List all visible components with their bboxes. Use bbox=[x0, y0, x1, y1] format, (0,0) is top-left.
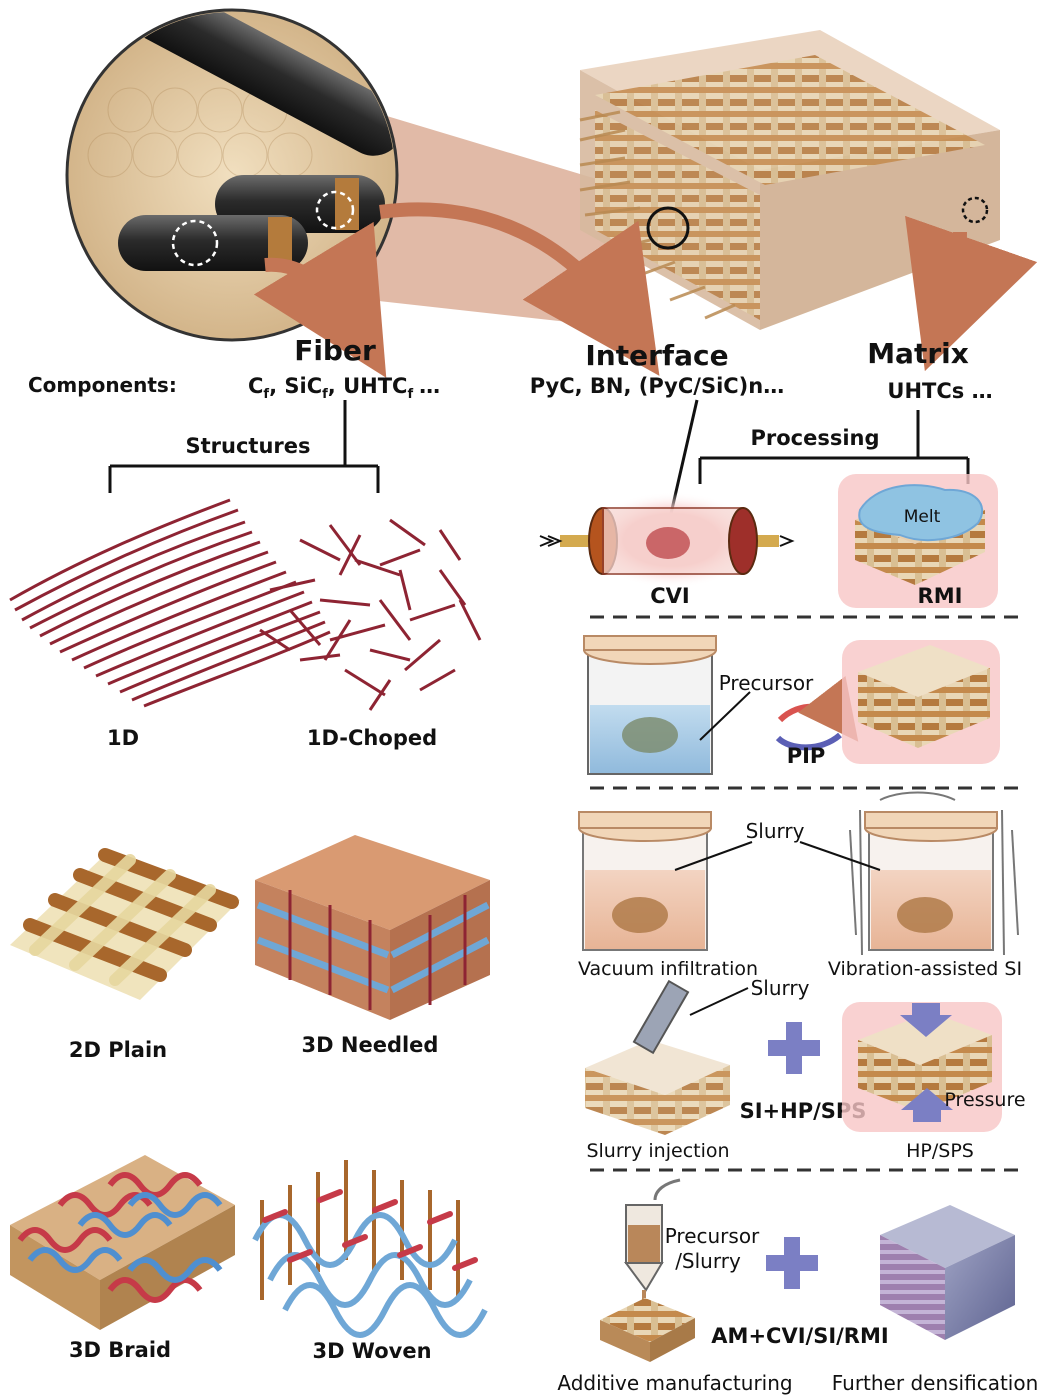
comp-c: C bbox=[248, 374, 263, 398]
cvi-label: CVI bbox=[650, 584, 689, 608]
matrix-circle bbox=[961, 196, 989, 224]
vibration-icon bbox=[849, 791, 1019, 956]
comp-sep-2: , bbox=[328, 374, 343, 398]
plus-icon-1 bbox=[768, 1022, 820, 1074]
structure-3d-braid bbox=[10, 1155, 235, 1330]
composite-block bbox=[579, 30, 1000, 330]
structures-heading: Structures bbox=[185, 434, 310, 458]
vibration-beaker bbox=[849, 791, 1019, 956]
slurry-injection-label: Slurry injection bbox=[586, 1140, 729, 1162]
densified-cube bbox=[880, 1205, 1015, 1340]
structures-bracket bbox=[108, 400, 380, 493]
matrix-components: UHTCs … bbox=[887, 379, 992, 403]
comp-uhtc-sub: f bbox=[407, 387, 413, 402]
comp-tail: … bbox=[419, 374, 440, 398]
structure-3d-woven bbox=[252, 1160, 488, 1338]
fiber-components: Cf, SiCf, UHTCf… bbox=[248, 374, 440, 402]
arrow-to-fiber bbox=[253, 221, 387, 378]
interface-components: PyC, BN, (PyC/SiC)n… bbox=[530, 374, 784, 398]
melt-pool bbox=[858, 484, 984, 542]
pressure-label: Pressure bbox=[944, 1089, 1025, 1111]
precursor-label: Precursor bbox=[719, 671, 814, 695]
pip-label: PIP bbox=[787, 744, 826, 768]
rmi-block: Melt bbox=[838, 474, 998, 608]
fiber-marker bbox=[171, 219, 219, 267]
press-up-arrow bbox=[901, 1088, 953, 1122]
vibration-si-label: Vibration-assisted SI bbox=[828, 958, 1022, 980]
structure-3d-woven-label: 3D Woven bbox=[312, 1339, 431, 1363]
additive-manufacturing-label: Additive manufacturing bbox=[557, 1371, 792, 1395]
cvi-reactor bbox=[539, 492, 795, 588]
structure-1d-choped bbox=[259, 518, 482, 711]
slurry-pointer-2 bbox=[799, 841, 881, 871]
slurry-injection bbox=[585, 979, 749, 1135]
rmi-label: RMI bbox=[918, 584, 963, 608]
structure-1d-choped-label: 1D-Choped bbox=[307, 726, 437, 750]
components-label: Components: bbox=[28, 373, 177, 397]
hp-sps-press bbox=[842, 1002, 1002, 1132]
precursor-slurry-label-2: /Slurry bbox=[675, 1249, 741, 1273]
slurry-pointer-1 bbox=[674, 841, 753, 871]
plus-icon-2 bbox=[766, 1237, 818, 1289]
comp-c-sub: f bbox=[263, 387, 269, 402]
structure-3d-needled-label: 3D Needled bbox=[302, 1033, 439, 1057]
am-combo-label: AM+CVI/SI/RMI bbox=[711, 1324, 888, 1348]
comp-sic: SiC bbox=[284, 374, 322, 398]
precursor-slurry-label-1: Precursor bbox=[665, 1224, 760, 1248]
comp-sep-1: , bbox=[269, 374, 284, 398]
slurry-label-2: Slurry bbox=[751, 976, 810, 1000]
structure-3d-braid-label: 3D Braid bbox=[69, 1338, 171, 1362]
arrow-to-interface bbox=[379, 202, 660, 376]
injection-needle bbox=[632, 979, 690, 1055]
pip-product-block bbox=[842, 640, 1000, 764]
pip-beaker bbox=[583, 635, 751, 775]
melt-label: Melt bbox=[904, 507, 941, 527]
comp-sic-sub: f bbox=[322, 387, 328, 402]
arrow-to-matrix bbox=[905, 215, 1038, 372]
structure-2d-plain-label: 2D Plain bbox=[69, 1038, 167, 1062]
hp-sps-label: HP/SPS bbox=[906, 1140, 974, 1162]
pip-cycle-icon bbox=[775, 675, 859, 751]
further-densification-label: Further densification bbox=[832, 1371, 1039, 1395]
vacuum-infiltration-label: Vacuum infiltration bbox=[578, 958, 758, 980]
press-down-arrow bbox=[900, 1003, 952, 1037]
structure-2d-plain bbox=[10, 848, 240, 1000]
vacuum-beaker bbox=[578, 811, 712, 951]
interface-title: Interface bbox=[585, 339, 728, 372]
structure-3d-needled bbox=[255, 835, 490, 1020]
gas-in-icon bbox=[539, 535, 563, 547]
structure-1d-label: 1D bbox=[107, 726, 139, 750]
gas-out-icon bbox=[779, 535, 795, 547]
am-printer bbox=[600, 1178, 695, 1362]
fiber-title: Fiber bbox=[294, 334, 376, 367]
processing-heading: Processing bbox=[750, 426, 879, 450]
structure-1d bbox=[9, 498, 331, 708]
matrix-title: Matrix bbox=[867, 337, 969, 370]
fiber-magnification bbox=[65, 8, 640, 342]
comp-uhtc: UHTC bbox=[343, 374, 407, 398]
slurry-label-1: Slurry bbox=[746, 819, 805, 843]
